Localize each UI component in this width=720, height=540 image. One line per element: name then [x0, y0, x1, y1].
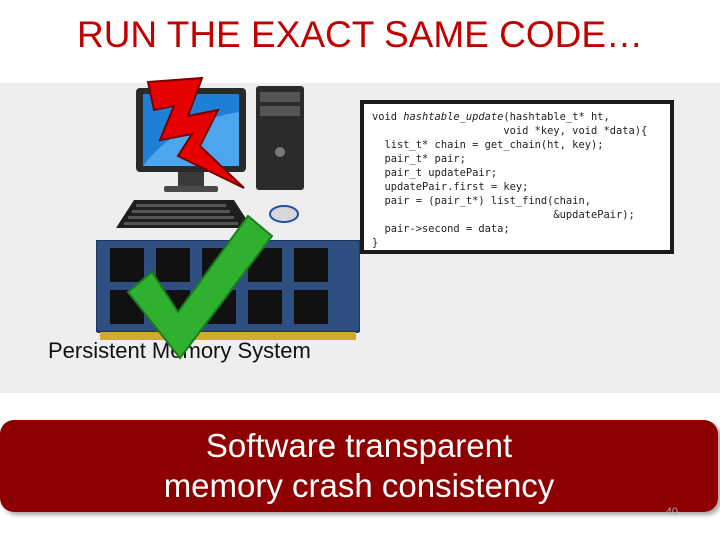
desktop-computer-icon — [116, 86, 304, 228]
code-line: } — [372, 237, 379, 249]
code-line: pair = (pair_t*) list_find(chain, — [372, 195, 591, 207]
code-line: void *key, void *data){ — [372, 125, 648, 137]
page-number: 40 — [665, 506, 678, 518]
lightning-bolt-icon — [146, 76, 245, 189]
summary-banner: Software transparent memory crash consis… — [0, 420, 718, 512]
slide-title: RUN THE EXACT SAME CODE… — [76, 14, 644, 55]
code-line: pair_t* pair; — [372, 153, 466, 165]
code-line: list_t* chain = get_chain(ht, key); — [372, 139, 604, 151]
code-line: (hashtable_t* ht, — [503, 111, 610, 123]
code-line: &updatePair); — [372, 209, 635, 221]
green-checkmark-icon — [126, 214, 274, 360]
code-line: pair_t updatePair; — [372, 167, 498, 179]
code-line: updatePair.first = key; — [372, 181, 529, 193]
code-snippet: void hashtable_update(hashtable_t* ht, v… — [360, 100, 674, 254]
code-line: pair->second = data; — [372, 223, 510, 235]
code-function-name: hashtable_update — [403, 111, 504, 123]
banner-line-2: memory crash consistency — [163, 467, 555, 504]
code-keyword: void — [372, 111, 404, 123]
banner-line-1: Software transparent — [205, 427, 513, 464]
